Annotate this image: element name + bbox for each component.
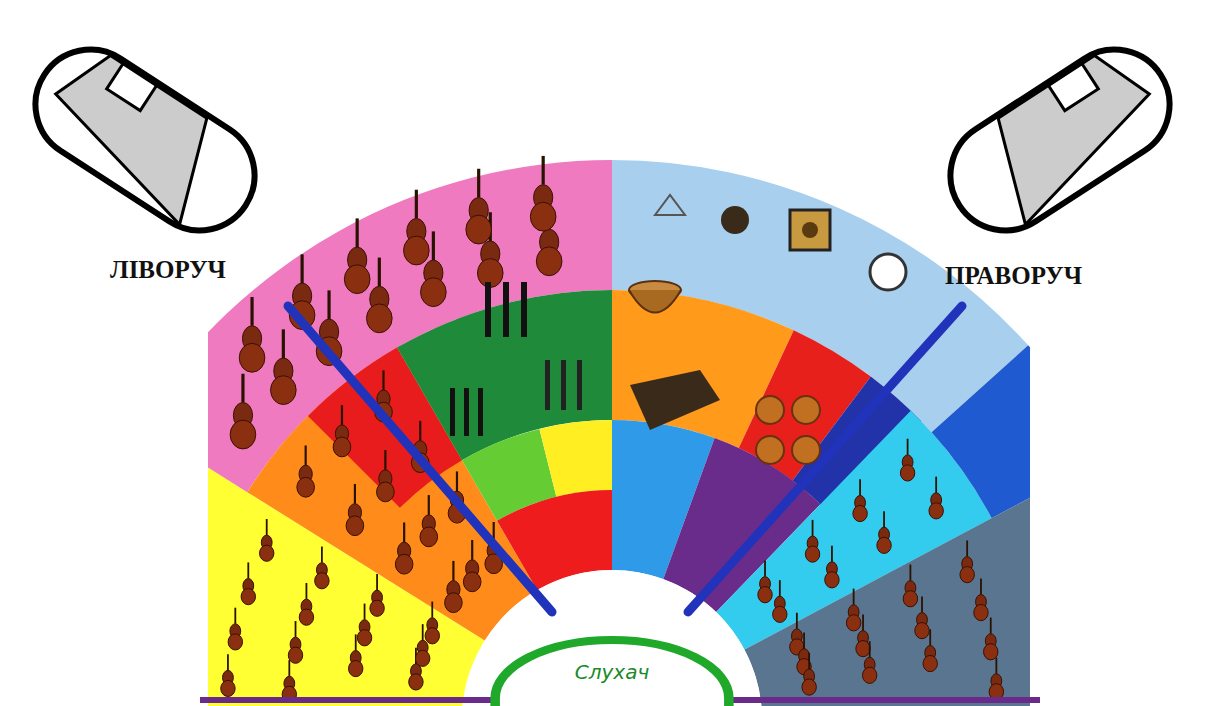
flute-icon bbox=[478, 388, 483, 436]
string-instrument bbox=[797, 632, 811, 674]
string-instrument bbox=[877, 511, 891, 553]
string-instrument bbox=[445, 561, 463, 613]
string-instrument bbox=[299, 583, 313, 625]
string-instrument bbox=[862, 641, 876, 683]
flute-icon bbox=[450, 388, 455, 436]
left-speaker bbox=[14, 29, 275, 252]
string-instrument bbox=[802, 653, 816, 695]
string-instrument bbox=[333, 405, 351, 457]
center-area bbox=[462, 570, 762, 706]
instrument-icons bbox=[221, 156, 1004, 703]
oboe-icon bbox=[561, 360, 566, 410]
string-instrument bbox=[367, 258, 393, 333]
string-instrument bbox=[420, 495, 438, 547]
string-instrument bbox=[271, 329, 297, 404]
string-instrument bbox=[241, 562, 255, 604]
triangle-icon bbox=[655, 195, 685, 215]
string-instrument bbox=[425, 602, 439, 644]
string-instrument bbox=[984, 618, 998, 660]
side-label: ЛІВОРУЧ bbox=[110, 256, 226, 284]
string-instrument bbox=[228, 608, 242, 650]
oboe-section bbox=[539, 420, 612, 497]
string-instrument bbox=[370, 574, 384, 616]
string-instrument bbox=[260, 519, 274, 561]
string-instrument bbox=[853, 479, 867, 521]
string-instrument bbox=[900, 439, 914, 481]
right-speaker bbox=[929, 29, 1190, 252]
string-instrument bbox=[466, 169, 492, 244]
string-instrument bbox=[395, 522, 413, 574]
string-instrument bbox=[960, 540, 974, 582]
string-instrument bbox=[344, 218, 370, 293]
string-instrument bbox=[923, 629, 937, 671]
listener-arch: Слухач bbox=[488, 636, 736, 706]
gong-icon bbox=[802, 222, 818, 238]
timpani-icon bbox=[629, 290, 681, 313]
woodwind-icon bbox=[503, 282, 509, 337]
horn-icon bbox=[756, 396, 784, 424]
string-instrument bbox=[463, 540, 481, 592]
string-instrument bbox=[929, 477, 943, 519]
string-instrument bbox=[282, 660, 296, 702]
string-instrument bbox=[346, 484, 364, 536]
drum-icon bbox=[721, 206, 749, 234]
right-sight-line bbox=[688, 306, 962, 612]
string-instrument bbox=[404, 190, 430, 265]
oboe-icon bbox=[577, 360, 582, 410]
brass-section bbox=[932, 345, 1030, 518]
string-instrument bbox=[846, 589, 860, 631]
woodwind-icon bbox=[521, 282, 527, 337]
orchestra-fan bbox=[208, 160, 1030, 706]
string-instrument bbox=[377, 450, 395, 502]
string-instrument bbox=[297, 445, 315, 497]
left-sight-line bbox=[288, 306, 552, 612]
string-instrument bbox=[915, 596, 929, 638]
tambourine-icon bbox=[870, 254, 906, 290]
string-instrument bbox=[805, 520, 819, 562]
string-instrument bbox=[825, 546, 839, 588]
flute-icon bbox=[464, 388, 469, 436]
string-instrument bbox=[989, 658, 1003, 700]
horn-icon bbox=[792, 436, 820, 464]
string-instrument bbox=[773, 580, 787, 622]
gong-icon bbox=[790, 210, 830, 250]
string-instrument bbox=[288, 621, 302, 663]
side-label: ПРАВОРУЧ bbox=[945, 262, 1082, 290]
string-instrument bbox=[856, 614, 870, 656]
string-instrument bbox=[221, 654, 235, 696]
listener-label: Слухач bbox=[488, 660, 736, 684]
woodwind-icon bbox=[485, 282, 491, 337]
string-instrument bbox=[315, 547, 329, 589]
oboe-icon bbox=[545, 360, 550, 410]
string-instrument bbox=[903, 565, 917, 607]
string-instrument bbox=[758, 560, 772, 602]
xylophone-icon bbox=[630, 370, 720, 430]
string-instrument bbox=[974, 578, 988, 620]
string-instrument bbox=[239, 297, 265, 372]
string-instrument bbox=[530, 156, 556, 231]
horn-icon bbox=[792, 396, 820, 424]
string-instrument bbox=[230, 374, 256, 449]
horn-icon bbox=[756, 436, 784, 464]
